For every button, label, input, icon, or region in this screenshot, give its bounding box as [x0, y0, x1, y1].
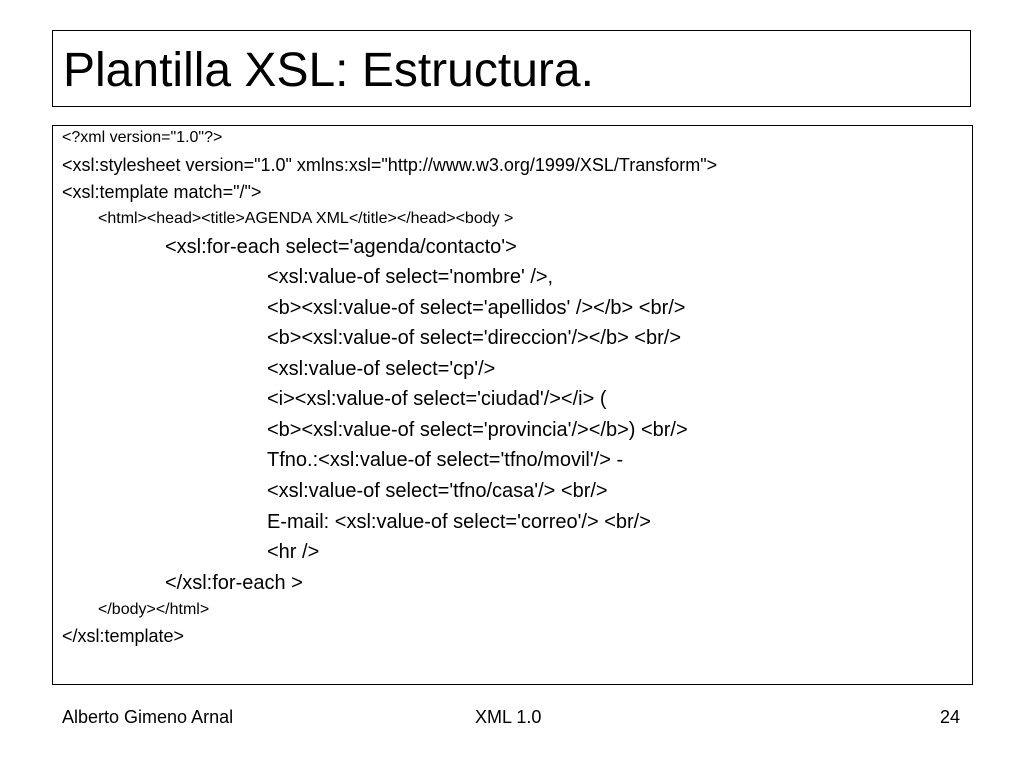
code-line-hr: <hr />: [267, 541, 320, 563]
code-line-xml-declaration: <?xml version="1.0"?>: [62, 129, 223, 146]
code-line-ciudad: <i><xsl:value-of select='ciudad'/></i> (: [267, 388, 607, 410]
code-line-body-html-close: </body></html>: [98, 601, 210, 618]
code-line-direccion: <b><xsl:value-of select='direccion'/></b…: [267, 327, 682, 349]
code-line-template-close: </xsl:template>: [62, 626, 185, 646]
code-line-stylesheet: <xsl:stylesheet version="1.0" xmlns:xsl=…: [62, 155, 718, 175]
code-line-apellidos: <b><xsl:value-of select='apellidos' /></…: [267, 297, 686, 319]
code-line-for-each-open: <xsl:for-each select='agenda/contacto'>: [165, 236, 517, 258]
code-line-email: E-mail: <xsl:value-of select='correo'/> …: [267, 511, 651, 533]
footer-author: Alberto Gimeno Arnal: [62, 707, 234, 727]
code-line-for-each-close: </xsl:for-each >: [165, 572, 303, 594]
code-line-nombre: <xsl:value-of select='nombre' />,: [267, 266, 554, 288]
footer-page-number: 24: [940, 707, 961, 727]
code-line-html-head: <html><head><title>AGENDA XML</title></h…: [98, 210, 514, 227]
code-line-provincia: <b><xsl:value-of select='provincia'/></b…: [267, 419, 688, 441]
code-line-template-open: <xsl:template match="/">: [62, 182, 262, 202]
code-line-tfno-casa: <xsl:value-of select='tfno/casa'/> <br/>: [267, 480, 608, 502]
title-box: Plantilla XSL: Estructura.: [52, 30, 971, 107]
slide-title: Plantilla XSL: Estructura.: [63, 44, 594, 97]
code-box: <?xml version="1.0"?> <xsl:stylesheet ve…: [52, 125, 973, 685]
code-line-cp: <xsl:value-of select='cp'/>: [267, 358, 496, 380]
code-line-tfno-movil: Tfno.:<xsl:value-of select='tfno/movil'/…: [267, 449, 624, 471]
footer-topic: XML 1.0: [475, 707, 542, 727]
